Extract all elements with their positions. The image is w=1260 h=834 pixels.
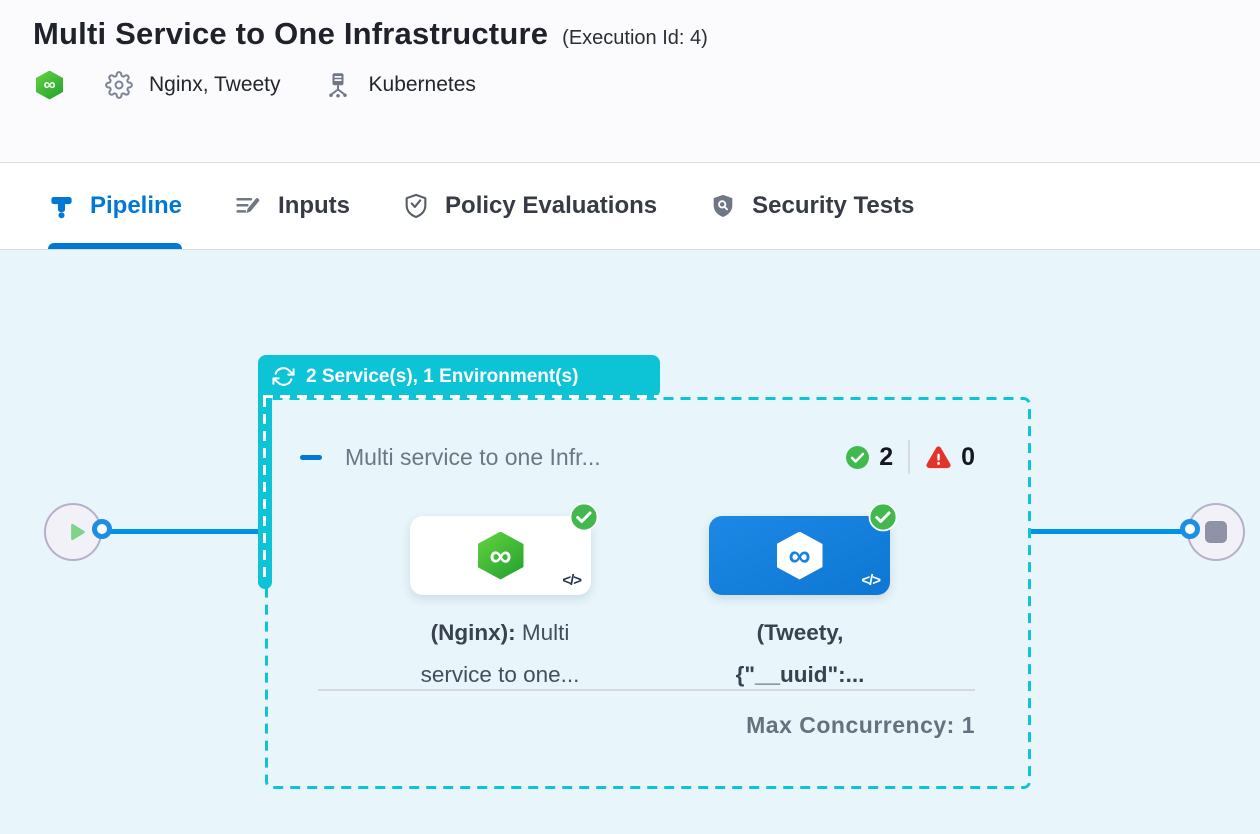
tab-bar: Pipeline Inputs Policy Evaluations Secur [0, 163, 1260, 250]
tab-security-tests[interactable]: Security Tests [709, 163, 914, 249]
tab-security-tests-label: Security Tests [752, 192, 915, 219]
end-connector-port [1180, 519, 1200, 539]
tab-pipeline-label: Pipeline [90, 192, 183, 219]
tab-policy-evaluations[interactable]: Policy Evaluations [402, 163, 657, 249]
collapse-stage-button[interactable] [300, 454, 322, 460]
pipeline-end-node [1187, 503, 1245, 561]
success-count: 2 [879, 442, 894, 471]
node-success-badge [868, 502, 898, 532]
success-count-group: 2 [845, 443, 893, 472]
pipeline-canvas: 2 Service(s), 1 Environment(s) Multi ser… [0, 250, 1260, 834]
start-connector-port [92, 519, 112, 539]
node-success-badge [569, 502, 599, 532]
harness-logo-icon: ∞ [36, 70, 63, 100]
node-label-bold: (Tweety, {"__uuid":... [735, 620, 865, 687]
services-label: Nginx, Tweety [149, 73, 281, 96]
tab-inputs[interactable]: Inputs [234, 163, 350, 249]
harness-service-icon: ∞ [776, 531, 823, 580]
stop-icon [1205, 521, 1227, 543]
max-concurrency-label: Max Concurrency: 1 [746, 712, 975, 738]
infrastructure-icon [328, 73, 347, 98]
policy-shield-check-icon [405, 193, 427, 219]
tab-pipeline[interactable]: Pipeline [48, 163, 183, 249]
warning-triangle-icon [926, 445, 951, 468]
pipeline-icon [51, 196, 72, 218]
harness-logo-glyph: ∞ [788, 537, 811, 573]
tab-policy-evaluations-label: Policy Evaluations [445, 192, 658, 219]
meta-row: ∞ Nginx, Tweety Kubernetes [0, 70, 1260, 100]
service-node-nginx[interactable]: ∞ </> [410, 502, 599, 595]
stage-title[interactable]: Multi service to one Infr... [345, 443, 601, 470]
node-label-bold: (Nginx): [430, 620, 516, 645]
service-node-tweety[interactable]: ∞ </> [709, 502, 898, 595]
gear-icon [105, 71, 133, 99]
stage-badge[interactable]: 2 Service(s), 1 Environment(s) [258, 355, 660, 398]
environment-label: Kubernetes [368, 73, 476, 96]
failed-count-group: 0 [925, 443, 975, 472]
edge-start-to-stage [108, 529, 266, 534]
harness-logo-glyph: ∞ [489, 537, 512, 573]
node-label-nginx: (Nginx): Multi service to one... [400, 612, 600, 696]
security-shield-icon [713, 194, 733, 217]
stage-header: Multi service to one Infr... 2 0 [300, 438, 975, 476]
play-icon [70, 523, 85, 541]
stage-footer-divider [318, 689, 975, 691]
page-title: Multi Service to One Infrastructure [33, 16, 549, 51]
title-row: Multi Service to One Infrastructure (Exe… [0, 0, 1260, 52]
node-label-tweety: (Tweety, {"__uuid":... [700, 612, 900, 696]
code-icon: </> [861, 572, 881, 589]
stage-progress-strip [258, 397, 272, 589]
active-tab-underline [48, 243, 183, 249]
edge-stage-to-end [1029, 529, 1184, 534]
node-label-rest: Multi service to one... [420, 620, 580, 687]
check-circle-icon [846, 445, 870, 469]
code-icon: </> [562, 572, 582, 589]
page-header: Multi Service to One Infrastructure (Exe… [0, 0, 1260, 163]
harness-service-icon: ∞ [477, 531, 524, 580]
stage-badge-label: 2 Service(s), 1 Environment(s) [306, 365, 579, 387]
count-divider [908, 440, 911, 474]
loop-icon [272, 367, 295, 386]
execution-id: (Execution Id: 4) [562, 27, 708, 49]
failed-count: 0 [961, 442, 975, 471]
harness-logo-glyph: ∞ [43, 75, 56, 94]
inputs-icon [236, 197, 260, 213]
tab-inputs-label: Inputs [278, 192, 351, 219]
